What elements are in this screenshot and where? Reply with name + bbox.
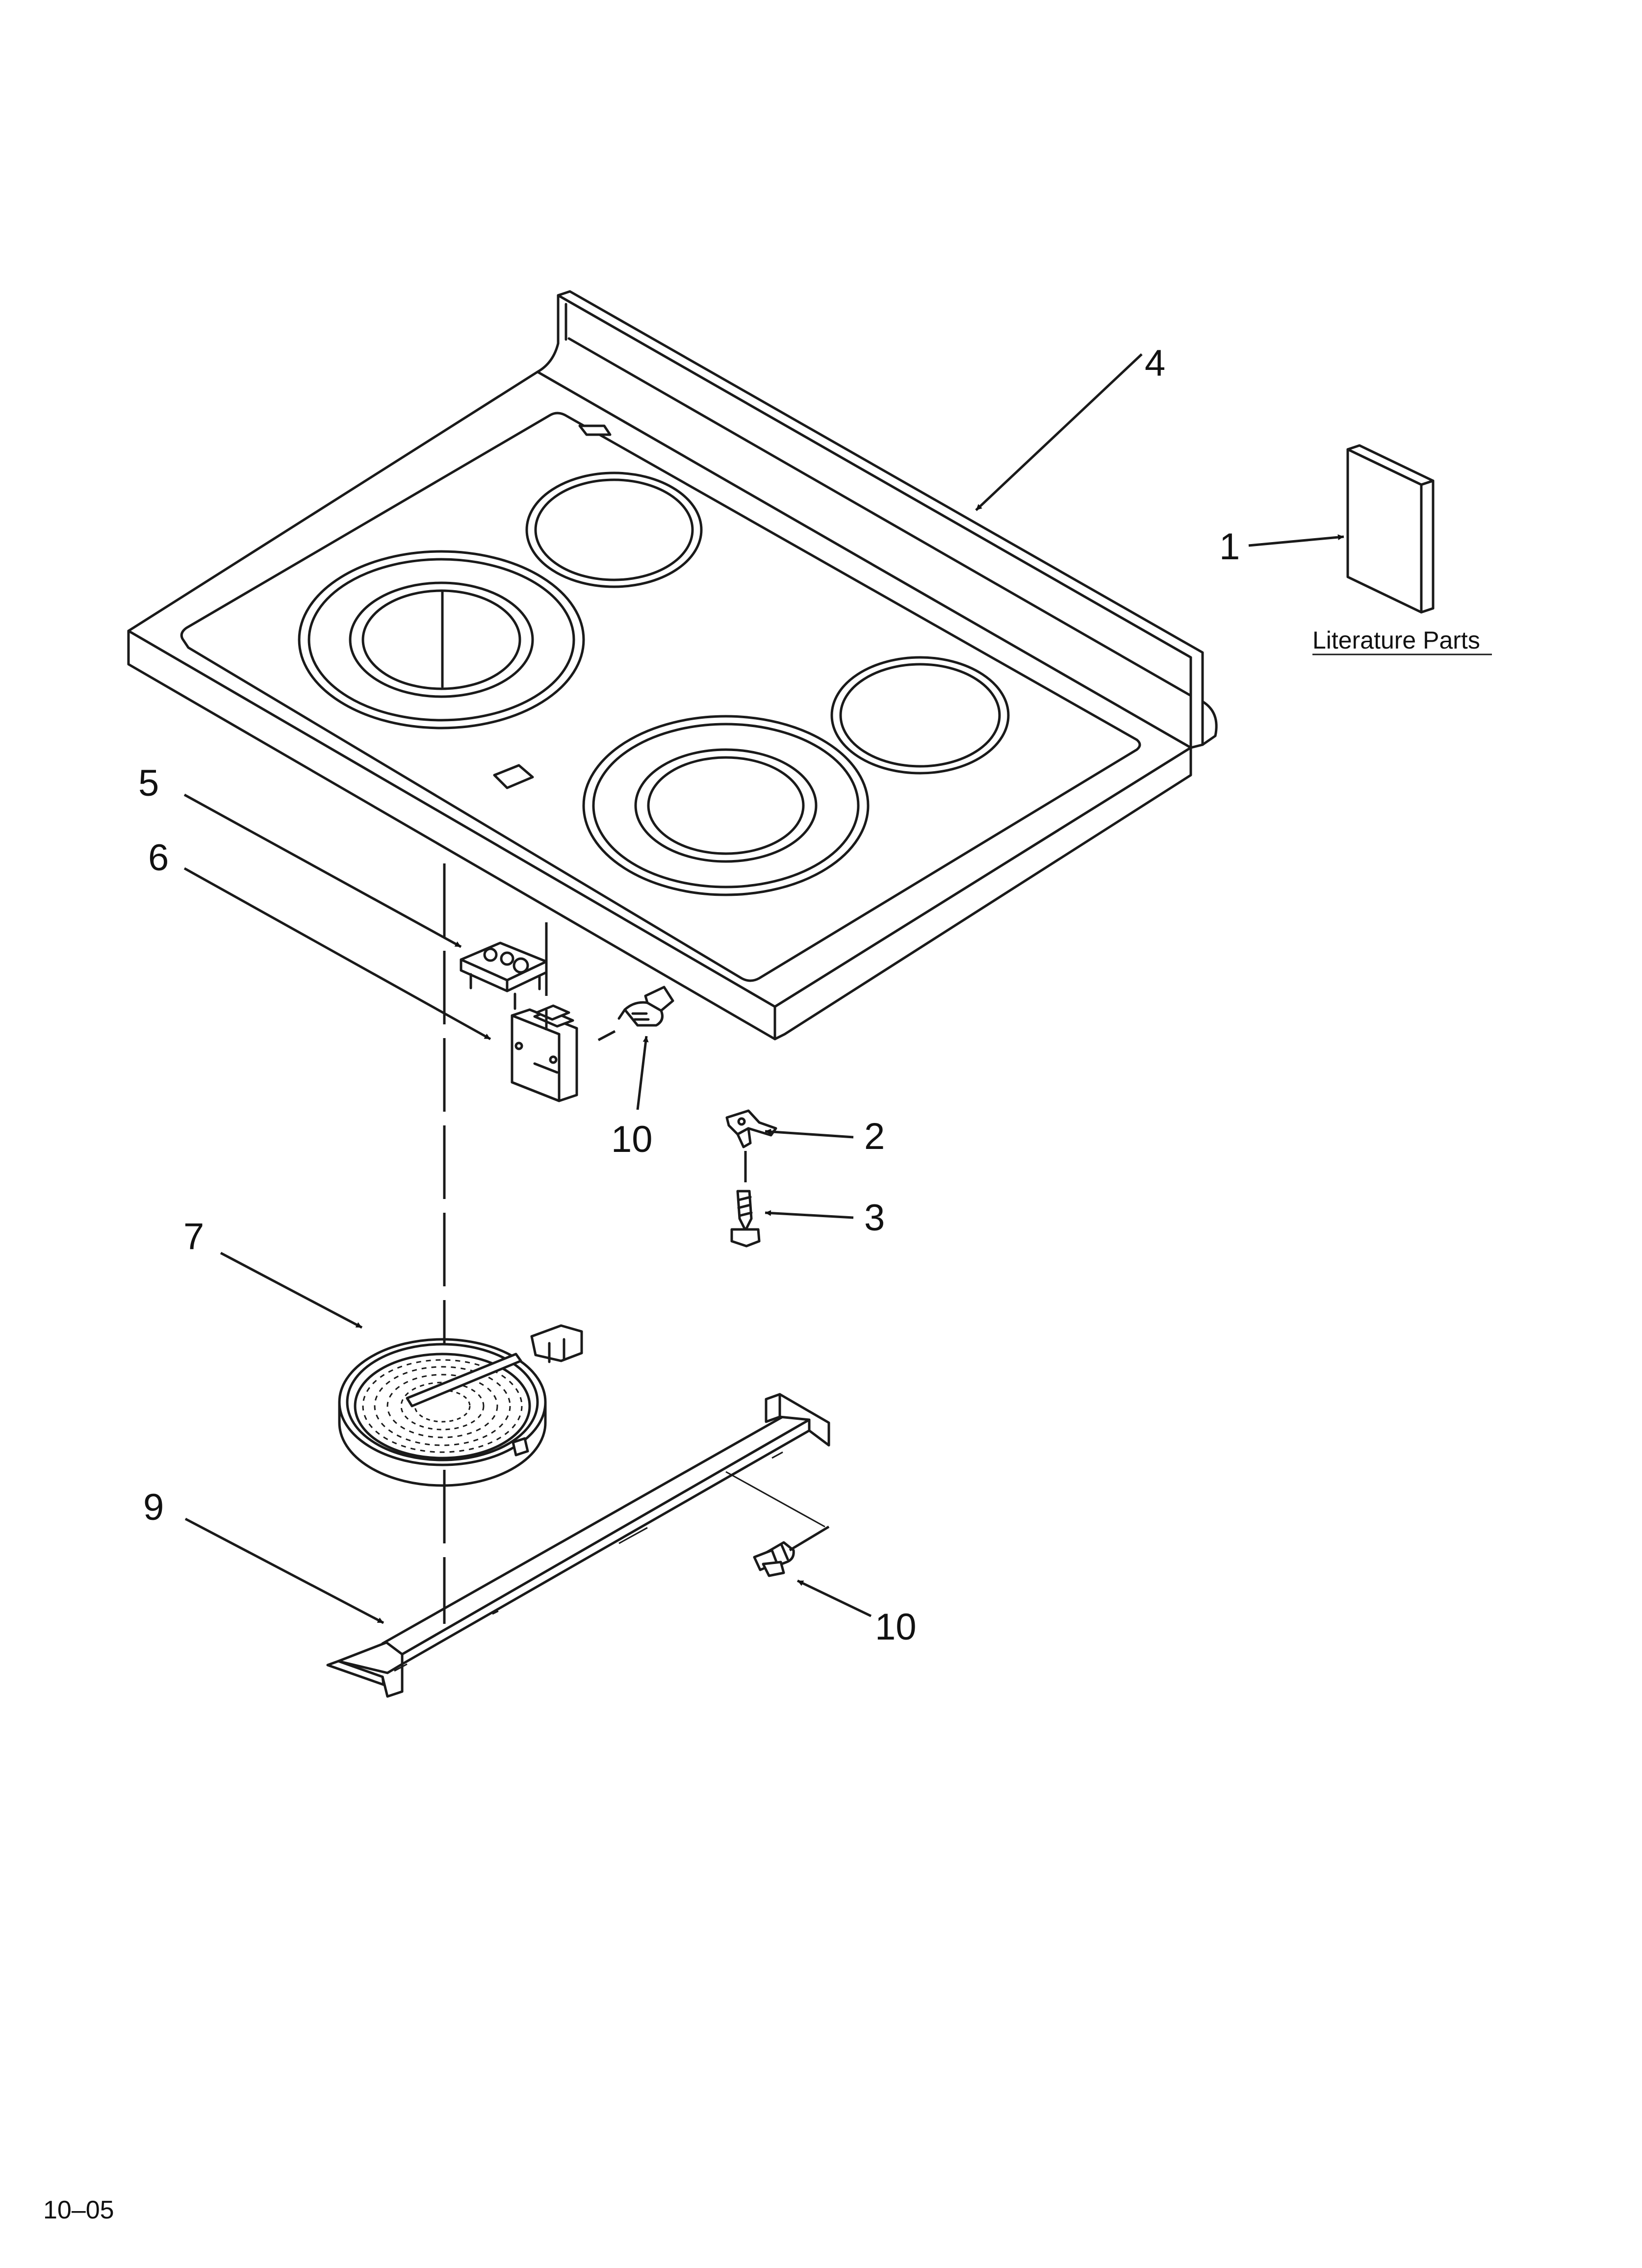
cooktop-assembly[interactable] xyxy=(127,290,1218,1041)
screw-upper[interactable] xyxy=(617,986,674,1027)
literature-booklet[interactable] xyxy=(1346,444,1435,614)
callout-1: 1 xyxy=(1219,526,1240,568)
alignment-lines xyxy=(443,863,830,1624)
literature-parts-label: Literature Parts xyxy=(1312,626,1480,654)
callout-7: 7 xyxy=(183,1216,204,1257)
page-code: 10–05 xyxy=(43,2196,114,2224)
clip[interactable] xyxy=(725,1109,777,1148)
screw-lower[interactable] xyxy=(753,1541,795,1577)
callout-6: 6 xyxy=(148,837,169,879)
radiant-surface-element[interactable] xyxy=(338,1324,583,1487)
callout-2: 2 xyxy=(864,1116,885,1157)
screw-3[interactable] xyxy=(730,1190,761,1248)
callout-10-lower: 10 xyxy=(875,1606,917,1648)
switch-bracket[interactable] xyxy=(511,1004,578,1102)
callout-10-upper: 10 xyxy=(611,1119,653,1160)
callout-4: 4 xyxy=(1145,342,1165,384)
callout-5: 5 xyxy=(138,762,159,804)
switch[interactable] xyxy=(460,941,548,1010)
callout-3: 3 xyxy=(864,1197,885,1239)
callout-arrows xyxy=(183,353,1344,1624)
callout-9: 9 xyxy=(143,1486,164,1528)
support-rail[interactable] xyxy=(326,1393,830,1698)
